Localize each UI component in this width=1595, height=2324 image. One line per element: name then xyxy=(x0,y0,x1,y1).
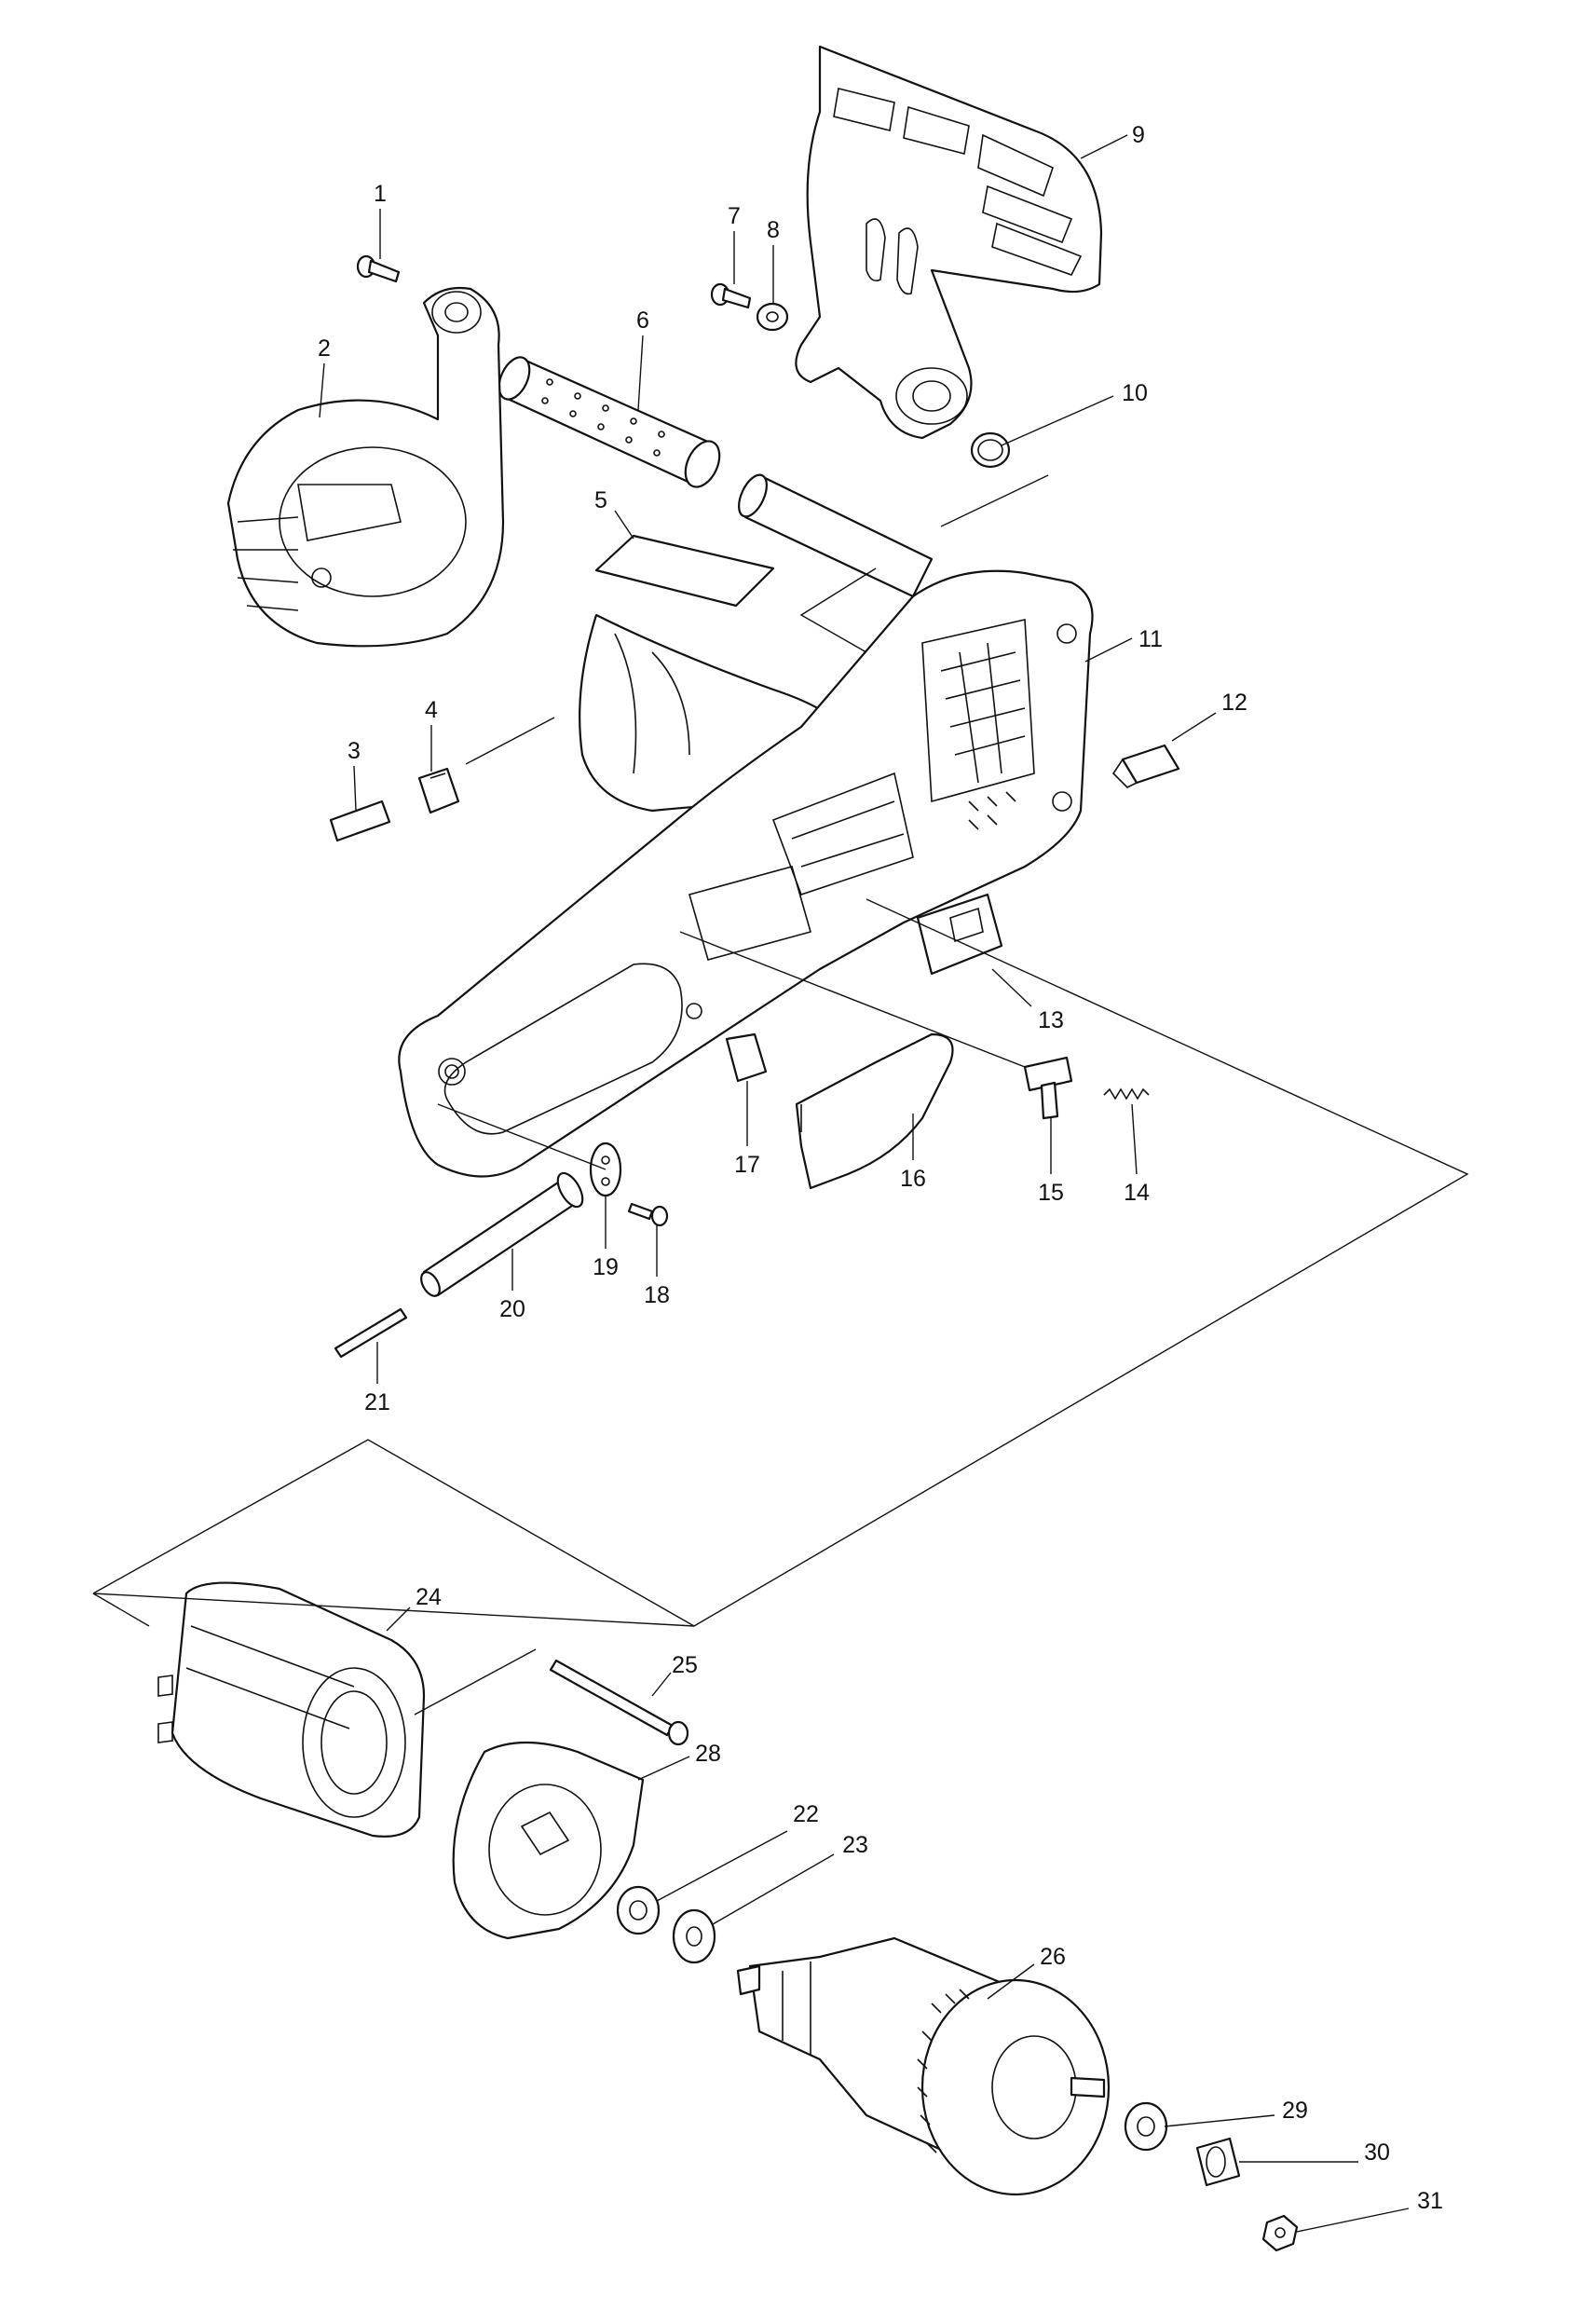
callout-28: 28 xyxy=(695,1741,721,1767)
guide-rod xyxy=(743,473,934,598)
callout-11: 11 xyxy=(1138,626,1163,652)
callout-9: 9 xyxy=(1132,122,1145,148)
part-17-capacitor[interactable] xyxy=(725,1032,768,1083)
part-18-screw[interactable] xyxy=(627,1202,669,1227)
part-20-cord-guard[interactable] xyxy=(417,1169,588,1299)
part-7-screw[interactable] xyxy=(710,282,752,309)
callout-labels: 1 2 3 4 5 6 7 8 9 10 11 12 13 14 15 16 1… xyxy=(318,122,1443,2214)
callout-22: 22 xyxy=(793,1801,819,1827)
part-29-bearing[interactable] xyxy=(1124,2101,1168,2152)
part-12-micro-switch[interactable] xyxy=(1111,744,1180,788)
part-6-perforated-tube[interactable] xyxy=(493,352,726,492)
part-15-lock-button[interactable] xyxy=(1023,1056,1073,1120)
part-5-label[interactable] xyxy=(594,534,775,608)
callout-23: 23 xyxy=(842,1832,868,1858)
part-26-armature[interactable] xyxy=(736,1936,1111,2196)
callout-1: 1 xyxy=(374,181,387,207)
part-11-main-housing[interactable] xyxy=(398,569,1094,1178)
part-31-nut[interactable] xyxy=(1261,2214,1299,2252)
callout-4: 4 xyxy=(425,697,438,723)
callout-8: 8 xyxy=(767,217,780,243)
callout-20: 20 xyxy=(499,1296,525,1322)
callout-17: 17 xyxy=(734,1152,760,1178)
callout-26: 26 xyxy=(1040,1944,1066,1970)
callout-30: 30 xyxy=(1364,2139,1390,2166)
callout-12: 12 xyxy=(1221,690,1247,716)
part-24-field[interactable] xyxy=(157,1581,426,1838)
part-28-baffle-plate[interactable] xyxy=(452,1741,645,1940)
callout-14: 14 xyxy=(1124,1180,1150,1206)
part-3-carbon-brush[interactable] xyxy=(329,800,391,842)
guide-rod-end xyxy=(738,473,768,518)
part-16-trigger[interactable] xyxy=(795,1032,954,1190)
part-10-circlip[interactable] xyxy=(970,431,1011,469)
assembly-guide-lines xyxy=(92,474,1469,1716)
callout-31: 31 xyxy=(1417,2188,1443,2214)
callout-leaders xyxy=(319,134,1410,2233)
callout-18: 18 xyxy=(644,1282,670,1308)
callout-15: 15 xyxy=(1038,1180,1064,1206)
part-14-spring[interactable] xyxy=(1103,1087,1150,1100)
part-23-insulation-washer[interactable] xyxy=(672,1908,716,1964)
callout-5: 5 xyxy=(594,487,607,513)
part-2-motor-cover[interactable] xyxy=(226,286,505,648)
callout-19: 19 xyxy=(593,1254,619,1280)
part-9-hand-guard[interactable] xyxy=(795,45,1103,440)
part-30-collar[interactable] xyxy=(1195,2137,1241,2187)
callout-10: 10 xyxy=(1122,380,1148,406)
callout-3: 3 xyxy=(348,738,361,764)
part-1-screw[interactable] xyxy=(356,254,401,283)
part-8-washer[interactable] xyxy=(756,302,789,332)
callout-2: 2 xyxy=(318,335,331,362)
callout-21: 21 xyxy=(364,1389,390,1415)
part-13-switch-block[interactable] xyxy=(916,893,1003,976)
part-22-bearing[interactable] xyxy=(616,1885,661,1935)
callout-13: 13 xyxy=(1038,1007,1064,1033)
callout-6: 6 xyxy=(636,308,649,334)
callout-24: 24 xyxy=(416,1584,442,1610)
part-4-brush-holder[interactable] xyxy=(417,767,460,814)
callout-16: 16 xyxy=(900,1166,926,1192)
part-21-cord[interactable] xyxy=(334,1307,408,1359)
part-25-through-bolt[interactable] xyxy=(549,1659,689,1746)
callout-29: 29 xyxy=(1282,2098,1308,2124)
callout-7: 7 xyxy=(728,203,741,229)
callout-25: 25 xyxy=(672,1652,698,1678)
